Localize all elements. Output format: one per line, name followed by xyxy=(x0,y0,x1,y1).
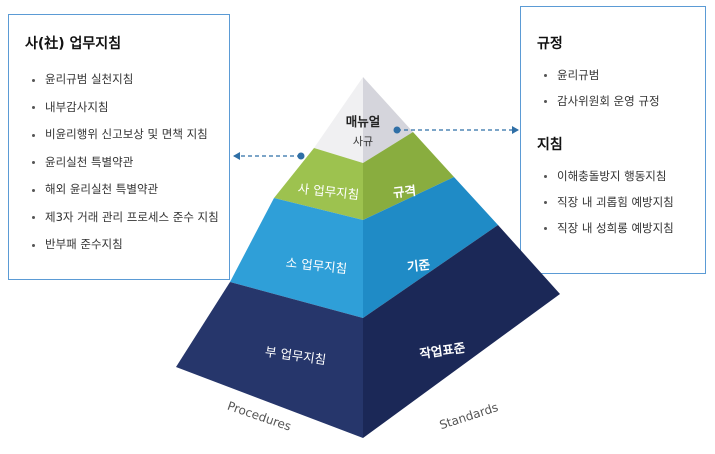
pyramid-navy-right-face xyxy=(363,225,560,438)
right-arrow-dot xyxy=(393,126,401,134)
list-item: 직장 내 성희롱 예방지침 xyxy=(537,215,705,241)
list-item: 내부감사지침 xyxy=(25,94,229,122)
guidelines-title: 지침 xyxy=(537,137,563,153)
pyramid-blue-right-face xyxy=(363,177,498,318)
company-guidelines-list: 윤리규범 실천지침 내부감사지침 비윤리행위 신고보상 및 면책 지침 윤리실천… xyxy=(25,66,229,259)
work-standards-tier-label: 작업표준 xyxy=(419,340,467,361)
criteria-tier-label: 기준 xyxy=(406,257,431,274)
division-guidelines-tier-label: 소 업무지침 xyxy=(285,255,348,276)
company-guidelines-panel: 사(社) 업무지침 윤리규범 실천지침 내부감사지침 비윤리행위 신고보상 및 … xyxy=(8,14,230,280)
manual-label: 매뉴얼 xyxy=(346,114,381,129)
list-item: 제3자 거래 관리 프로세스 준수 지침 xyxy=(25,204,229,232)
regulations-panel: 규정 윤리규범 감사위원회 운영 규정 지침 이해충돌방지 행동지침 직장 내 … xyxy=(520,6,706,274)
pyramid-green-right-face xyxy=(363,132,454,220)
list-item: 해외 윤리실천 특별약관 xyxy=(25,176,229,204)
standards-label: Standards xyxy=(438,400,500,432)
company-guidelines-title: 사(社) 업무지침 xyxy=(25,36,122,52)
left-arrow-dot xyxy=(297,152,305,160)
list-item: 반부패 준수지침 xyxy=(25,231,229,259)
regulations-title: 규정 xyxy=(537,36,563,52)
pyramid-green-left-face xyxy=(274,148,363,220)
list-item: 윤리규범 실천지침 xyxy=(25,66,229,94)
guidelines-list: 이해충돌방지 행동지침 직장 내 괴롭힘 예방지침 직장 내 성희롱 예방지침 xyxy=(537,163,705,241)
list-item: 감사위원회 운영 규정 xyxy=(537,88,705,114)
company-rules-label: 사규 xyxy=(353,135,373,148)
list-item: 비윤리행위 신고보상 및 면책 지침 xyxy=(25,121,229,149)
pyramid-top-left-face xyxy=(314,77,363,163)
regulations-list: 윤리규범 감사위원회 운영 규정 xyxy=(537,62,705,114)
company-guidelines-tier-label: 사 업무지침 xyxy=(297,181,360,202)
pyramid-top-right-face xyxy=(363,77,413,163)
list-item: 이해충돌방지 행동지침 xyxy=(537,163,705,189)
pyramid-blue-left-face xyxy=(230,198,363,318)
list-item: 윤리규범 xyxy=(537,62,705,88)
specifications-tier-label: 규격 xyxy=(392,183,416,200)
list-item: 윤리실천 특별약관 xyxy=(25,149,229,177)
list-item: 직장 내 괴롭힘 예방지침 xyxy=(537,189,705,215)
pyramid-navy-left-face xyxy=(176,282,363,438)
